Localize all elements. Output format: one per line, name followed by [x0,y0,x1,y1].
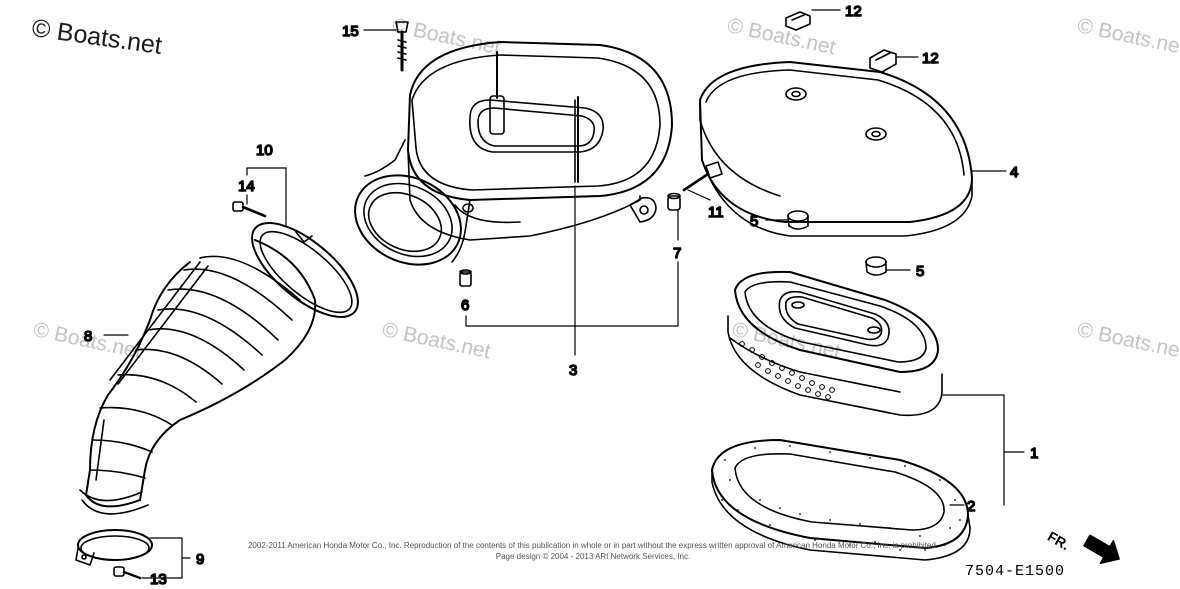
diagram-code: 7504-E1500 [965,563,1066,580]
bolt-11 [682,161,723,192]
callout-4: 4 [1010,164,1018,181]
callout-6: 6 [461,297,469,314]
packing-ring [251,222,359,318]
air-cleaner-case [354,41,673,266]
intake-elbow-tube [79,239,317,515]
collar-6 [459,269,472,287]
leader-lines [103,9,1025,579]
collar-7 [667,192,681,211]
air-cleaner-cover [699,61,973,237]
copyright-notice: 2002-2011 American Honda Motor Co., Inc.… [178,540,1008,562]
grommet-5-lower [865,256,887,276]
callout-13: 13 [150,571,167,588]
bolt-15 [395,21,409,72]
grommet-5-upper [787,210,809,230]
callout-3: 3 [569,362,577,379]
copyright-line-1: 2002-2011 American Honda Motor Co., Inc.… [247,541,938,550]
callout-14: 14 [238,178,255,195]
callout-11: 11 [708,204,724,221]
foam-texture [721,445,961,551]
callout-9: 9 [196,551,204,568]
foam-pre-cleaner [711,439,971,561]
clip-12-upper [785,11,811,31]
band-clamp [75,529,153,566]
callout-12-upper: 12 [845,3,862,20]
pleat-dots [739,341,835,400]
callout-7: 7 [673,245,681,262]
air-cleaner-element [727,270,943,417]
bolt-14 [232,201,267,218]
callout-1: 1 [1030,445,1038,462]
clip-12-lower [869,49,897,73]
callout-8: 8 [84,328,92,345]
callout-10: 10 [256,142,273,159]
bolt-13 [113,566,142,580]
front-direction-arrow-icon [1083,534,1120,565]
callout-2: 2 [967,498,975,515]
copyright-line-2: Page design © 2004 - 2013 ARI Network Se… [495,552,691,561]
callout-12-lower: 12 [922,50,939,67]
callout-15: 15 [342,23,359,40]
callout-5-lower: 5 [916,263,924,280]
callout-5-upper: 5 [750,213,758,230]
